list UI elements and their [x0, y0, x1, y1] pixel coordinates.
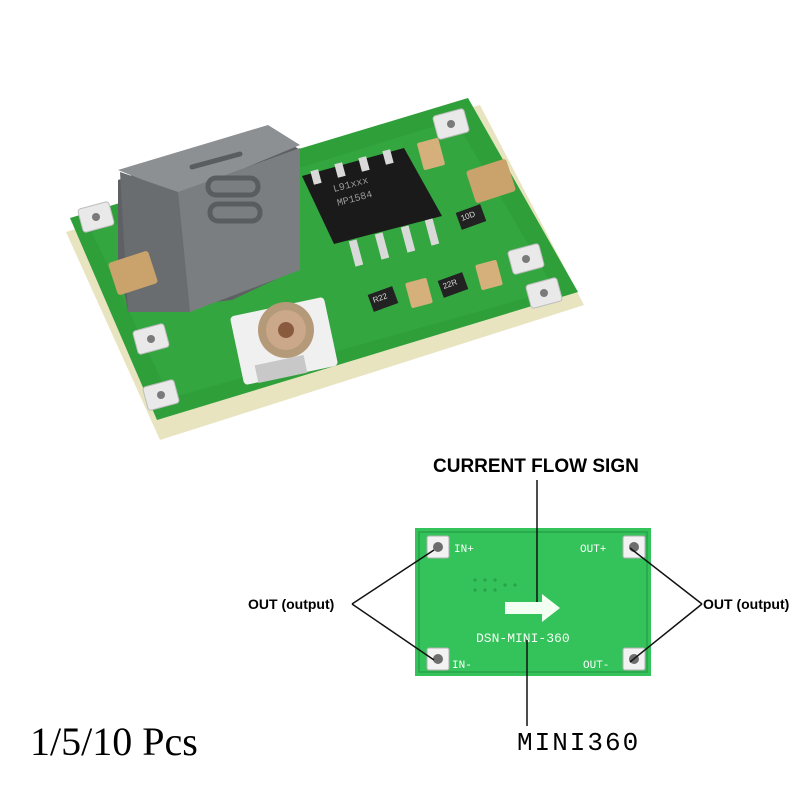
- right-output-caption: OUT (output): [703, 596, 790, 612]
- inductor: [118, 125, 300, 312]
- pad-label-in-minus: IN-: [452, 660, 472, 672]
- board-surface-highlight: [92, 120, 555, 398]
- potentiometer: [230, 297, 338, 385]
- capacitors: [108, 138, 516, 308]
- silkscreen-label: DSN-MINI-360: [476, 631, 570, 646]
- current-flow-arrow: [505, 594, 560, 622]
- quantity-caption: 1/5/10 Pcs: [30, 719, 198, 764]
- pad-label-in-plus: IN+: [454, 544, 474, 556]
- board-backside: IN+ OUT+ IN- OUT- DSN-MINI-360: [415, 528, 651, 676]
- ic-chip: L91xxx MP1584: [302, 148, 442, 267]
- current-flow-caption: CURRENT FLOW SIGN: [433, 456, 639, 477]
- board-photo: L91xxx MP1584 R22 22R 10D: [66, 98, 584, 440]
- annotation-lines: [351, 480, 703, 726]
- resistors: R22 22R 10D: [367, 204, 487, 312]
- pad-label-out-minus: OUT-: [583, 660, 609, 672]
- pad-label-out-plus: OUT+: [580, 544, 606, 556]
- left-output-caption: OUT (output): [248, 596, 335, 612]
- model-caption: MINI360: [517, 728, 641, 758]
